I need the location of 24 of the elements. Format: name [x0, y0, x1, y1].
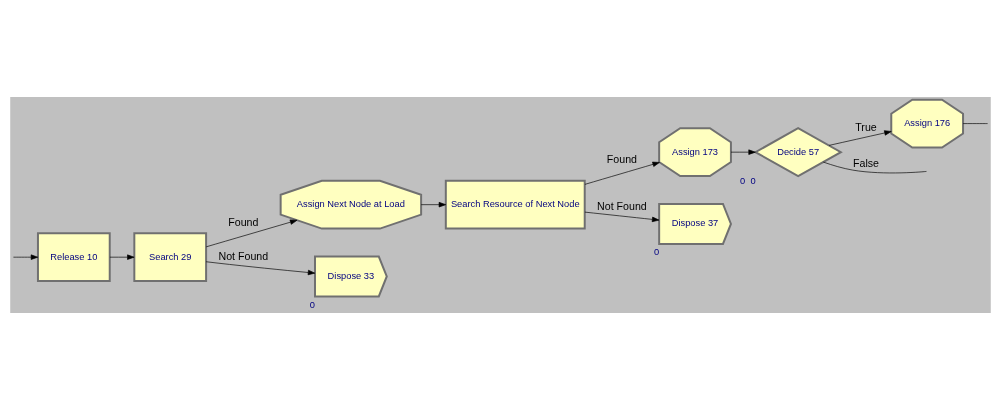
node-diamond: Decide 57 [753, 126, 843, 177]
arrow [205, 260, 316, 275]
edge-label: Not Found [597, 199, 647, 212]
arrow [109, 254, 135, 260]
node-box: Search Resource of Next Node [444, 179, 586, 230]
arrow [13, 254, 39, 260]
node-box: Release 10 [36, 231, 111, 282]
arrow [584, 211, 660, 222]
node-box: Search 29 [133, 231, 208, 282]
edge-label: Not Found [218, 249, 269, 262]
arrow [206, 219, 298, 247]
arrow [584, 161, 660, 185]
node-label: 0 [653, 246, 660, 257]
node-label: 0 [309, 299, 315, 310]
node-label: 0 0 [740, 175, 756, 186]
edge-label: Found [228, 215, 259, 228]
arrow [828, 129, 892, 146]
edge-label: True [855, 120, 877, 133]
edge-label: False [853, 156, 879, 169]
arrow [420, 201, 447, 207]
connector [962, 122, 988, 124]
edge-label: Found [606, 152, 638, 165]
arrow [730, 149, 756, 155]
connector [823, 161, 927, 173]
